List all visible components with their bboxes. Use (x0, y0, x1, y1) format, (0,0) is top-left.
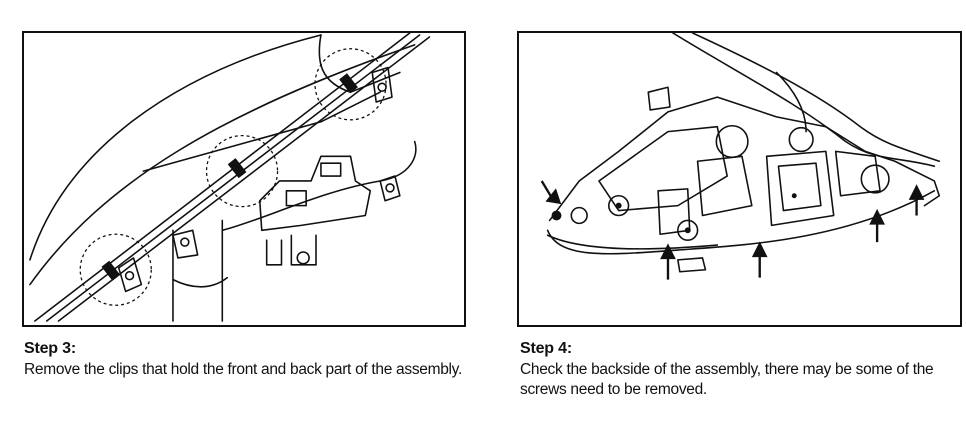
headlamp-clips-illustration (29, 33, 431, 322)
step-3-caption: Step 3: Remove the clips that hold the f… (24, 340, 469, 380)
step-4-title: Step 4: (520, 340, 572, 357)
step-3-title: Step 3: (24, 340, 76, 357)
headlamp-backside-screws-illustration (540, 33, 941, 280)
step-4-illustration (517, 31, 962, 327)
step-4-text: Check the backside of the assembly, ther… (520, 361, 934, 398)
step-4-caption: Step 4: Check the backside of the assemb… (520, 340, 965, 400)
step-3-text: Remove the clips that hold the front and… (24, 361, 462, 378)
step-3-illustration (22, 31, 466, 327)
